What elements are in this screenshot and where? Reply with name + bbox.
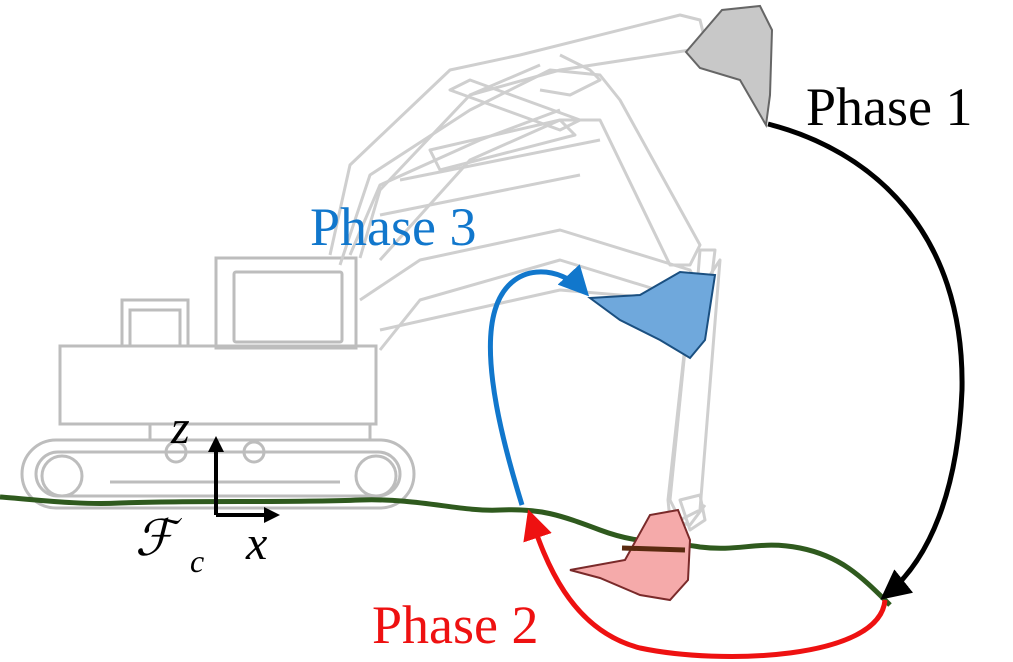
bucket-phase3: [587, 270, 717, 360]
cab-roof: [214, 256, 358, 350]
track-wheel-right: [354, 454, 398, 498]
phase2-label: Phase 2: [372, 595, 539, 655]
main-body: [58, 344, 378, 426]
trajectory-phase3: [487, 264, 590, 506]
soil-cut-line: [621, 545, 686, 553]
track-wheel-left: [40, 454, 84, 498]
x-axis-arrowhead: [264, 507, 280, 523]
phase3-label: Phase 3: [310, 197, 477, 257]
frame-subscript: c: [190, 543, 205, 579]
bucket-phase1: [684, 4, 774, 129]
x-axis-label: x: [246, 517, 268, 570]
phase1-label: Phase 1: [806, 77, 973, 137]
cab-window: [232, 270, 344, 344]
trajectory-phase1: [767, 121, 965, 600]
track-roller-2: [242, 440, 266, 464]
bucket-phase2: [569, 508, 692, 602]
z-axis-arrowhead: [208, 436, 224, 452]
trajectory-phase2: [523, 509, 888, 659]
track-roller-1: [164, 440, 188, 464]
coordinate-frame: [208, 436, 280, 523]
ground-line: [0, 494, 892, 607]
z-axis-label: z: [171, 401, 190, 454]
exhaust-inner: [128, 308, 182, 348]
frame-symbol: ℱ: [135, 509, 175, 567]
exhaust-box: [120, 298, 190, 348]
